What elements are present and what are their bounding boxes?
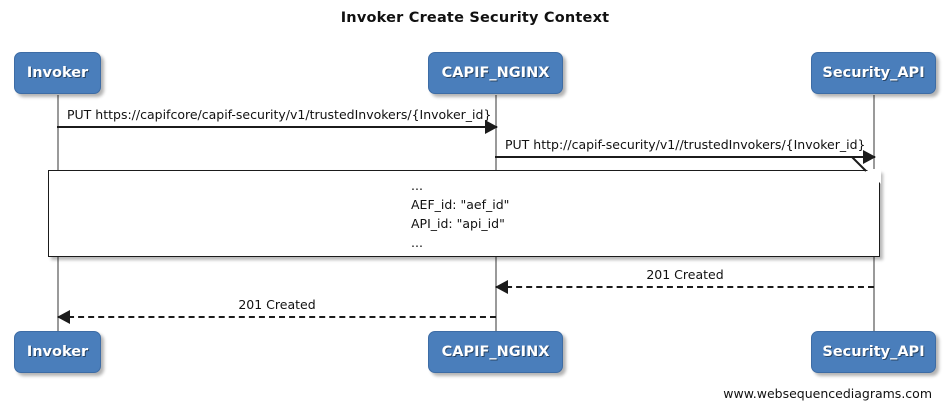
message-line: [496, 286, 874, 288]
participant-invoker-top[interactable]: Invoker: [14, 52, 101, 94]
note-line: API_id: "api_id": [411, 215, 505, 231]
note-box: ... AEF_id: "aef_id" API_id: "api_id" ..…: [48, 156, 881, 257]
arrow-head-icon: [485, 120, 498, 134]
participant-security-api-bottom[interactable]: Security_API: [811, 331, 936, 373]
participant-label: Security_API: [822, 344, 925, 360]
message-label: PUT https://capifcore/capif-security/v1/…: [67, 107, 492, 123]
note-line: ...: [411, 177, 423, 193]
arrow-head-icon: [495, 280, 508, 294]
participant-label: Security_API: [822, 65, 925, 81]
watermark-footer: www.websequencediagrams.com: [723, 386, 932, 401]
participant-label: Invoker: [26, 65, 89, 81]
message-line: [57, 126, 497, 128]
participant-label: CAPIF_NGINX: [441, 65, 550, 81]
message-line: [58, 316, 496, 318]
message-label: 201 Created: [646, 267, 724, 283]
note-fold-icon: [866, 169, 881, 184]
note-line: ...: [411, 234, 423, 250]
page-title: Invoker Create Security Context: [340, 10, 610, 26]
arrow-head-icon: [863, 150, 876, 164]
participant-label: Invoker: [26, 344, 89, 360]
message-label: PUT http://capif-security/v1//trustedInv…: [505, 137, 866, 153]
message-label: 201 Created: [238, 297, 316, 313]
arrow-head-icon: [57, 310, 70, 324]
note-line: AEF_id: "aef_id": [411, 196, 510, 212]
participant-security-api-top[interactable]: Security_API: [811, 52, 936, 94]
participant-capif-nginx-top[interactable]: CAPIF_NGINX: [428, 52, 563, 94]
participant-label: CAPIF_NGINX: [441, 344, 550, 360]
message-line: [495, 156, 875, 158]
participant-capif-nginx-bottom[interactable]: CAPIF_NGINX: [428, 331, 563, 373]
participant-invoker-bottom[interactable]: Invoker: [14, 331, 101, 373]
note-content: ... AEF_id: "aef_id" API_id: "api_id" ..…: [49, 171, 879, 256]
